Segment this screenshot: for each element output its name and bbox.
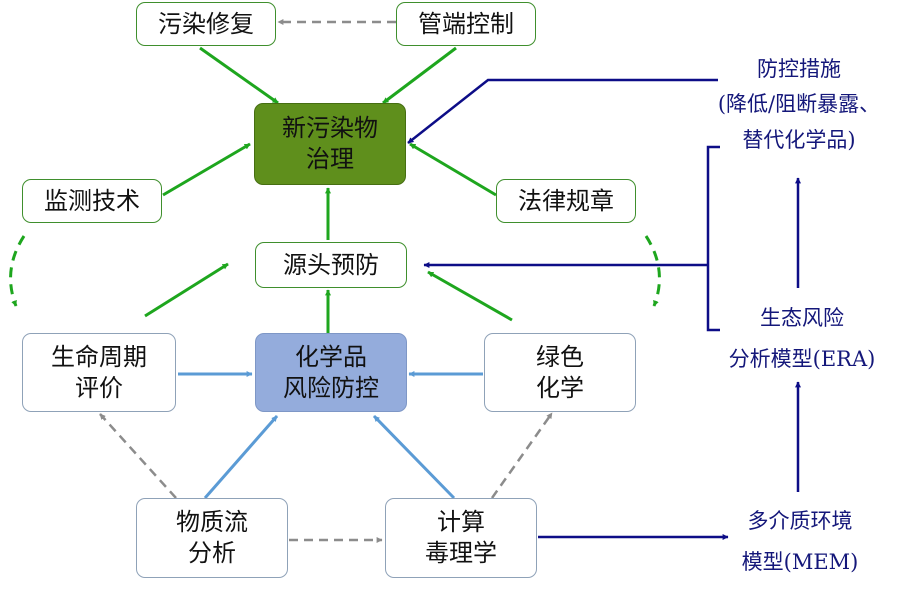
node-governance-line1: 新污染物 — [282, 114, 378, 142]
node-end-control: 管端控制 — [396, 2, 536, 46]
node-mfa-line2: 分析 — [188, 539, 236, 567]
label-eco-risk-model: 生态风险 分析模型(ERA) — [704, 303, 900, 385]
node-computational-toxicology: 计算 毒理学 — [385, 498, 537, 578]
label-measures-line3: 替代化学品) — [742, 128, 856, 152]
arrow-regulations-to-governance — [409, 142, 497, 197]
node-regulations-text: 法律规章 — [518, 186, 614, 215]
node-chemical-risk-control: 化学品 风险防控 — [255, 333, 407, 412]
node-chemical-risk-line2: 风险防控 — [283, 373, 379, 402]
green-arrows — [144, 46, 513, 333]
node-green-chem-line2: 化学 — [536, 373, 584, 402]
arrow-greenchem-to-source — [427, 270, 513, 322]
node-lifecycle-assessment: 生命周期 评价 — [22, 333, 176, 412]
node-end-control-text: 管端控制 — [418, 9, 514, 38]
arrow-lifecycle-to-source — [144, 262, 229, 318]
arrow-monitoring-to-governance — [162, 142, 251, 197]
node-new-pollutant-governance: 新污染物 治理 — [254, 103, 406, 185]
node-monitoring-text: 监测技术 — [44, 186, 140, 215]
arrow-mfa-to-risk — [203, 415, 279, 499]
node-green-chem-line1: 绿色 — [536, 342, 584, 371]
node-source-prevention: 源头预防 — [255, 242, 407, 288]
node-monitoring-tech: 监测技术 — [22, 179, 162, 223]
dashed-arrow-mfa-to-lifecycle — [99, 413, 177, 499]
node-chemical-risk-line1: 化学品 — [295, 342, 367, 371]
node-green-chemistry: 绿色 化学 — [484, 333, 636, 412]
node-pollution-repair-text: 污染修复 — [158, 9, 254, 38]
node-regulations: 法律规章 — [496, 179, 636, 223]
arrow-repair-to-governance — [199, 46, 279, 105]
label-measures-line1: 防控措施 — [757, 57, 841, 81]
label-measures-line2: (降低/阻断暴露、 — [717, 92, 881, 116]
node-pollution-repair: 污染修复 — [136, 2, 276, 46]
label-multimedia-env-model: 多介质环境 模型(MEM) — [718, 506, 882, 588]
arrow-comptox-to-risk — [372, 414, 456, 500]
dashed-arrow-monitoring-to-lifecycle — [9, 235, 26, 307]
node-comp-tox-line1: 计算 — [437, 508, 485, 536]
dashed-arrow-comptox-to-greenchem — [490, 412, 554, 499]
label-era-line1: 生态风险 — [760, 306, 844, 330]
green-dashed-arrows — [9, 235, 661, 307]
node-lifecycle-line2: 评价 — [75, 373, 123, 402]
navy-arrows — [407, 78, 801, 540]
label-mem-line2: 模型(MEM) — [741, 550, 859, 574]
node-lifecycle-line1: 生命周期 — [51, 342, 147, 371]
dashed-arrow-regulations-to-greenchem — [644, 235, 661, 307]
gray-dashed-arrows — [99, 19, 554, 543]
label-prevention-measures: 防控措施 (降低/阻断暴露、 替代化学品) — [704, 54, 894, 156]
node-source-prevention-text: 源头预防 — [283, 250, 379, 279]
node-mfa-line1: 物质流 — [176, 508, 248, 536]
node-material-flow-analysis: 物质流 分析 — [136, 498, 288, 578]
arrow-endcontrol-to-governance — [382, 46, 457, 105]
label-mem-line1: 多介质环境 — [747, 509, 853, 533]
bracket-line — [706, 145, 720, 332]
arrow-measures-to-governance — [407, 78, 718, 144]
blue-arrows — [178, 371, 483, 500]
node-governance-line2: 治理 — [306, 145, 354, 173]
node-comp-tox-line2: 毒理学 — [425, 539, 497, 567]
label-era-line2: 分析模型(ERA) — [728, 347, 876, 371]
